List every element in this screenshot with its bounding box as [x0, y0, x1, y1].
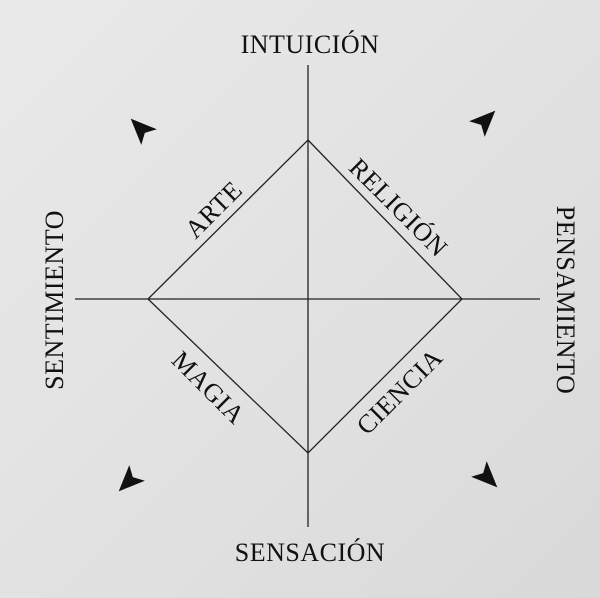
arrowhead-up-right-icon: [469, 110, 496, 137]
label-intuicion: INTUICIÓN: [240, 30, 380, 59]
label-sentimiento: SENTIMIENTO: [40, 210, 69, 390]
label-sensacion: SENSACIÓN: [234, 538, 386, 567]
arrowhead-down-right-icon: [471, 461, 498, 488]
label-pensamiento: PENSAMIENTO: [551, 205, 580, 395]
arrowhead-down-left-icon: [118, 465, 145, 492]
diamond: [147, 139, 463, 454]
arrowhead-up-left-icon: [130, 118, 157, 145]
